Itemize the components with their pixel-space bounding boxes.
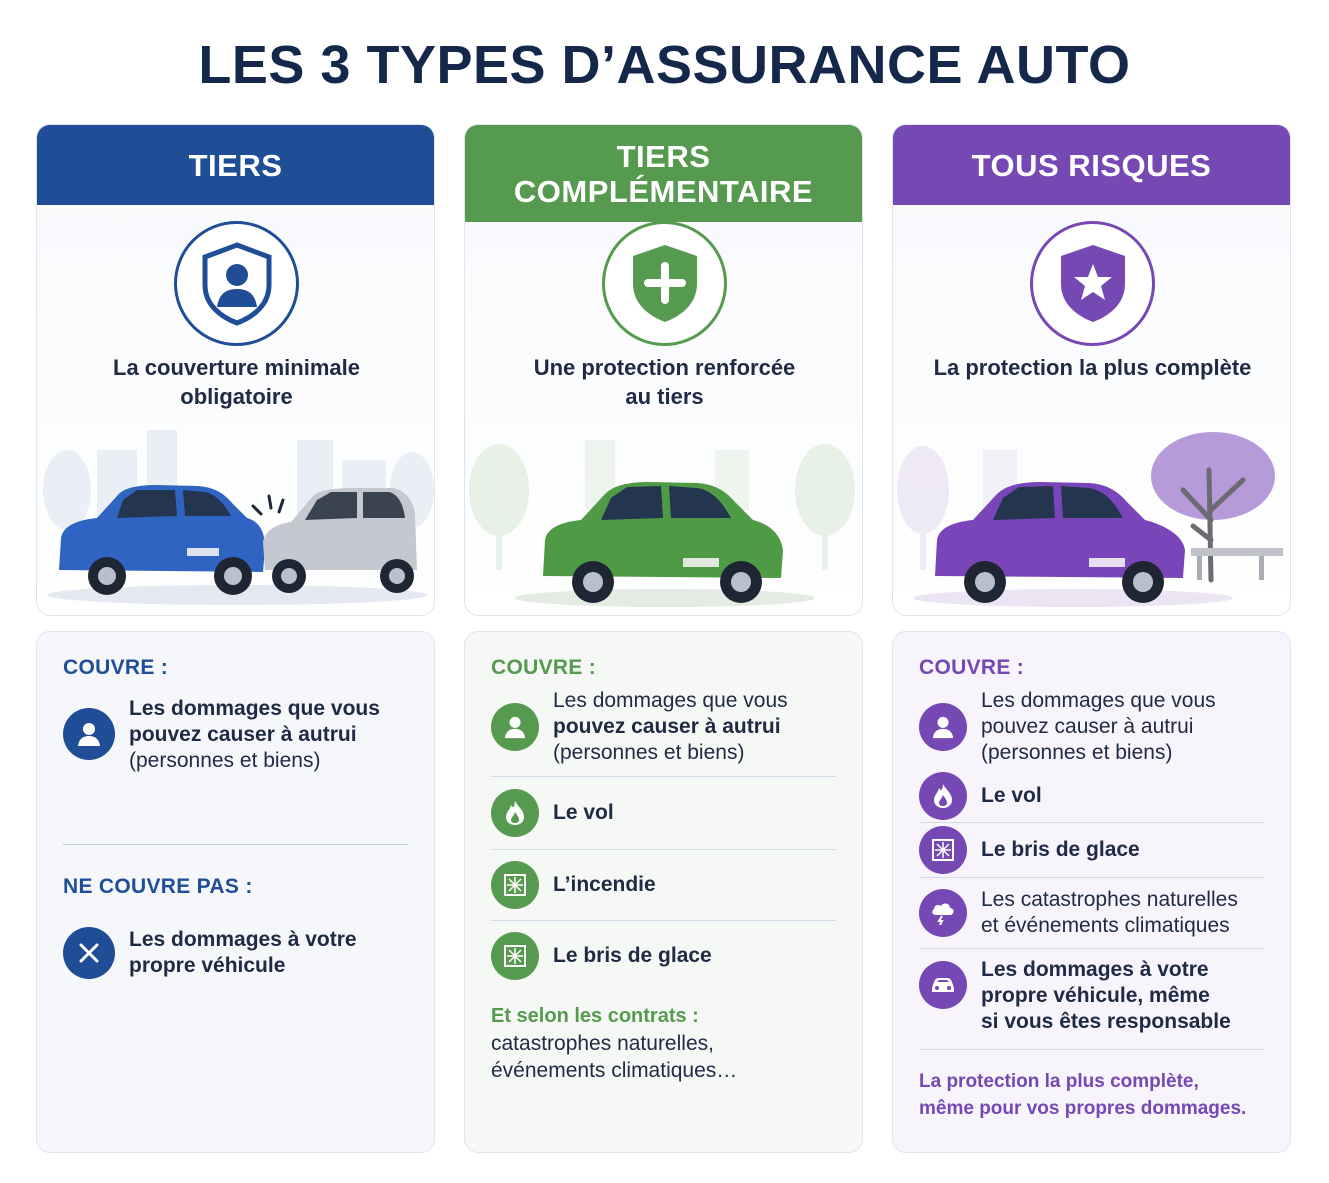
list-item: Les dommages que vous pouvez causer à au… [919, 688, 1264, 766]
tous-risques-summary-card: TOUS RISQUES La protection la plus compl… [892, 124, 1291, 616]
list-item: Les dommages à votre propre véhicule, mê… [919, 957, 1264, 1035]
divider [491, 920, 836, 921]
tiers-not-covers-label: NE COUVRE PAS : [63, 875, 253, 898]
car-icon [919, 961, 967, 1009]
page-title: LES 3 TYPES D’ASSURANCE AUTO [198, 35, 1131, 95]
tiers-complementaire-subtitle: Une protection renforcée au tiers [533, 355, 796, 409]
tiers-complementaire-header: TIERS COMPLÉMENTAIRE [465, 125, 862, 222]
shield-person-emblem [174, 221, 299, 346]
cracked-glass-icon [491, 861, 539, 909]
purple-car-tree-illustration [897, 432, 1283, 607]
list-item: L’incendie [491, 850, 836, 920]
column-tiers-complementaire: TIERS COMPLÉMENTAIRE Une protection renf… [464, 124, 863, 1153]
list-item: Le bris de glace [491, 921, 836, 991]
close-icon [63, 927, 115, 979]
storm-cloud-icon [919, 889, 967, 937]
tous-risques-footer-note: La protection la plus complète, même pou… [919, 1071, 1247, 1119]
tiers-complementaire-summary-card: TIERS COMPLÉMENTAIRE Une protection renf… [464, 124, 863, 616]
list-item: Le vol [919, 770, 1264, 822]
car-collision-illustration [43, 430, 434, 605]
tiers-header-label: TIERS [188, 147, 283, 183]
tous-risques-coverage-card: COUVRE : Les dommages que vous pouvez ca… [892, 631, 1291, 1153]
list-item: Les dommages que vous pouvez causer à au… [491, 688, 836, 766]
divider [919, 1049, 1264, 1050]
divider [491, 849, 836, 850]
contract-extras: Et selon les contrats : catastrophes nat… [491, 1003, 836, 1084]
green-car-illustration [469, 440, 855, 607]
tiers-complementaire-header-line2: COMPLÉMENTAIRE [513, 173, 814, 209]
tiers-coverage-card: COUVRE : Les dommages que vous pouvez ca… [36, 631, 435, 1153]
column-tiers: TIERS La couverture minimale obligatoire [36, 124, 435, 1153]
shield-person-icon [202, 241, 271, 326]
cracked-glass-icon [491, 932, 539, 980]
person-icon [63, 708, 115, 760]
tous-risques-covers-label: COUVRE : [919, 656, 1025, 679]
shield-plus-icon [632, 244, 697, 322]
list-item: Le bris de glace [919, 823, 1264, 877]
tiers-header: TIERS [37, 125, 434, 205]
tiers-complementaire-coverage-card: COUVRE : Les dommages que vous pouvez ca… [464, 631, 863, 1153]
contract-extras-label: Et selon les contrats : [491, 1005, 699, 1027]
list-item: Les dommages à votre propre véhicule [63, 927, 408, 979]
list-item: Les dommages que vous pouvez causer à au… [63, 696, 408, 774]
column-tous-risques: TOUS RISQUES La protection la plus compl… [892, 124, 1291, 1153]
cracked-glass-icon [919, 826, 967, 874]
tiers-subtitle: La couverture minimale obligatoire [113, 355, 360, 409]
divider [63, 844, 408, 845]
person-icon [919, 703, 967, 751]
tiers-complementaire-covers-label: COUVRE : [491, 656, 597, 679]
shield-star-icon [1060, 244, 1125, 322]
divider [919, 822, 1264, 823]
divider [919, 948, 1264, 949]
flame-icon [919, 772, 967, 820]
list-item: Les catastrophes naturelles et événement… [919, 878, 1264, 948]
tous-risques-header: TOUS RISQUES [893, 125, 1290, 205]
shield-star-emblem [1030, 221, 1155, 346]
divider [919, 877, 1264, 878]
tous-risques-header-label: TOUS RISQUES [971, 147, 1212, 183]
tiers-summary-card: TIERS La couverture minimale obligatoire [36, 124, 435, 616]
tiers-covers-label: COUVRE : [63, 656, 169, 679]
shield-plus-emblem [602, 221, 727, 346]
flame-icon [491, 789, 539, 837]
tous-risques-subtitle: La protection la plus complète [933, 355, 1252, 380]
person-icon [491, 703, 539, 751]
divider [491, 776, 836, 777]
list-item: Le vol [491, 777, 836, 849]
tiers-complementaire-header-line1: TIERS [616, 138, 711, 174]
